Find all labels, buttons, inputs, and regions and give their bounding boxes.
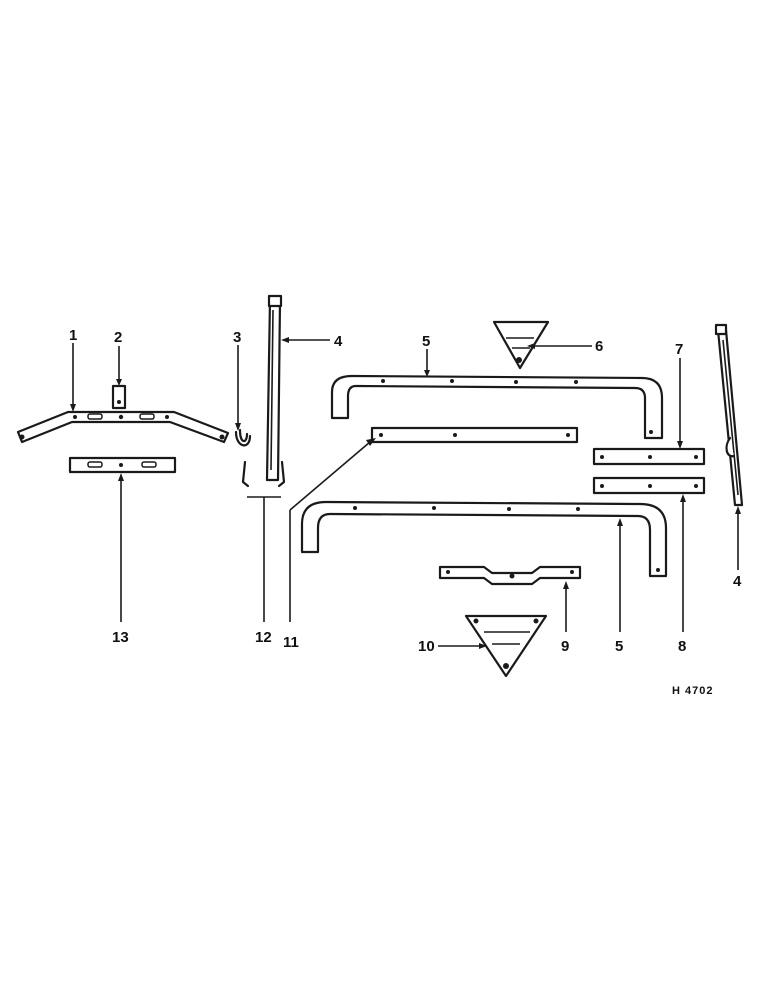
part-12-clips (241, 460, 286, 488)
arrow-7 (677, 441, 683, 449)
callout-4-top: 4 (334, 333, 343, 350)
callout-13: 13 (112, 629, 129, 646)
part-5-channel-top (330, 374, 664, 440)
arrow-10 (479, 643, 487, 649)
part-4-rod-left (265, 294, 283, 482)
leader-lines (70, 337, 741, 649)
part-4-rod-right (714, 323, 744, 507)
part-2-small-block (111, 384, 127, 410)
arrow-4-right (735, 506, 741, 514)
callout-1: 1 (69, 327, 77, 344)
part-7-plate (592, 447, 706, 466)
arrow-5-top (424, 370, 430, 377)
arrow-2 (116, 379, 122, 386)
callout-10: 10 (418, 638, 435, 655)
part-1-bent-bar (16, 410, 230, 444)
arrow-5-bottom (617, 518, 623, 526)
leader-11-diag (289, 441, 371, 511)
arrow-1 (70, 404, 76, 412)
arrow-6 (527, 343, 535, 349)
part-3-hook (234, 428, 252, 447)
callout-2: 2 (114, 329, 122, 346)
part-5-channel-bottom (300, 500, 668, 578)
part-8-plate (592, 476, 706, 495)
callout-11: 11 (283, 634, 299, 651)
callout-6: 6 (595, 338, 603, 355)
part-13-plate (68, 456, 177, 474)
callout-8: 8 (678, 638, 686, 655)
callout-4-right: 4 (733, 573, 742, 590)
callout-9: 9 (561, 638, 569, 655)
arrow-3 (235, 423, 241, 431)
arrow-13 (118, 473, 124, 481)
arrow-8 (680, 494, 686, 502)
part-11-bar (370, 426, 579, 444)
arrow-9 (563, 581, 569, 589)
callout-5-top: 5 (422, 333, 430, 350)
arrow-11 (366, 438, 376, 446)
callout-3: 3 (233, 329, 241, 346)
part-9-offset-bar (438, 565, 582, 586)
part-6-gusset (492, 320, 550, 370)
figure-id: H 4702 (672, 685, 713, 697)
arrow-4-top (281, 337, 289, 343)
callout-5-bottom: 5 (615, 638, 623, 655)
callout-7: 7 (675, 341, 683, 358)
callout-labels: 1 2 3 4 5 6 7 4 13 12 11 10 9 5 8 (69, 327, 742, 655)
callout-12: 12 (255, 629, 272, 646)
